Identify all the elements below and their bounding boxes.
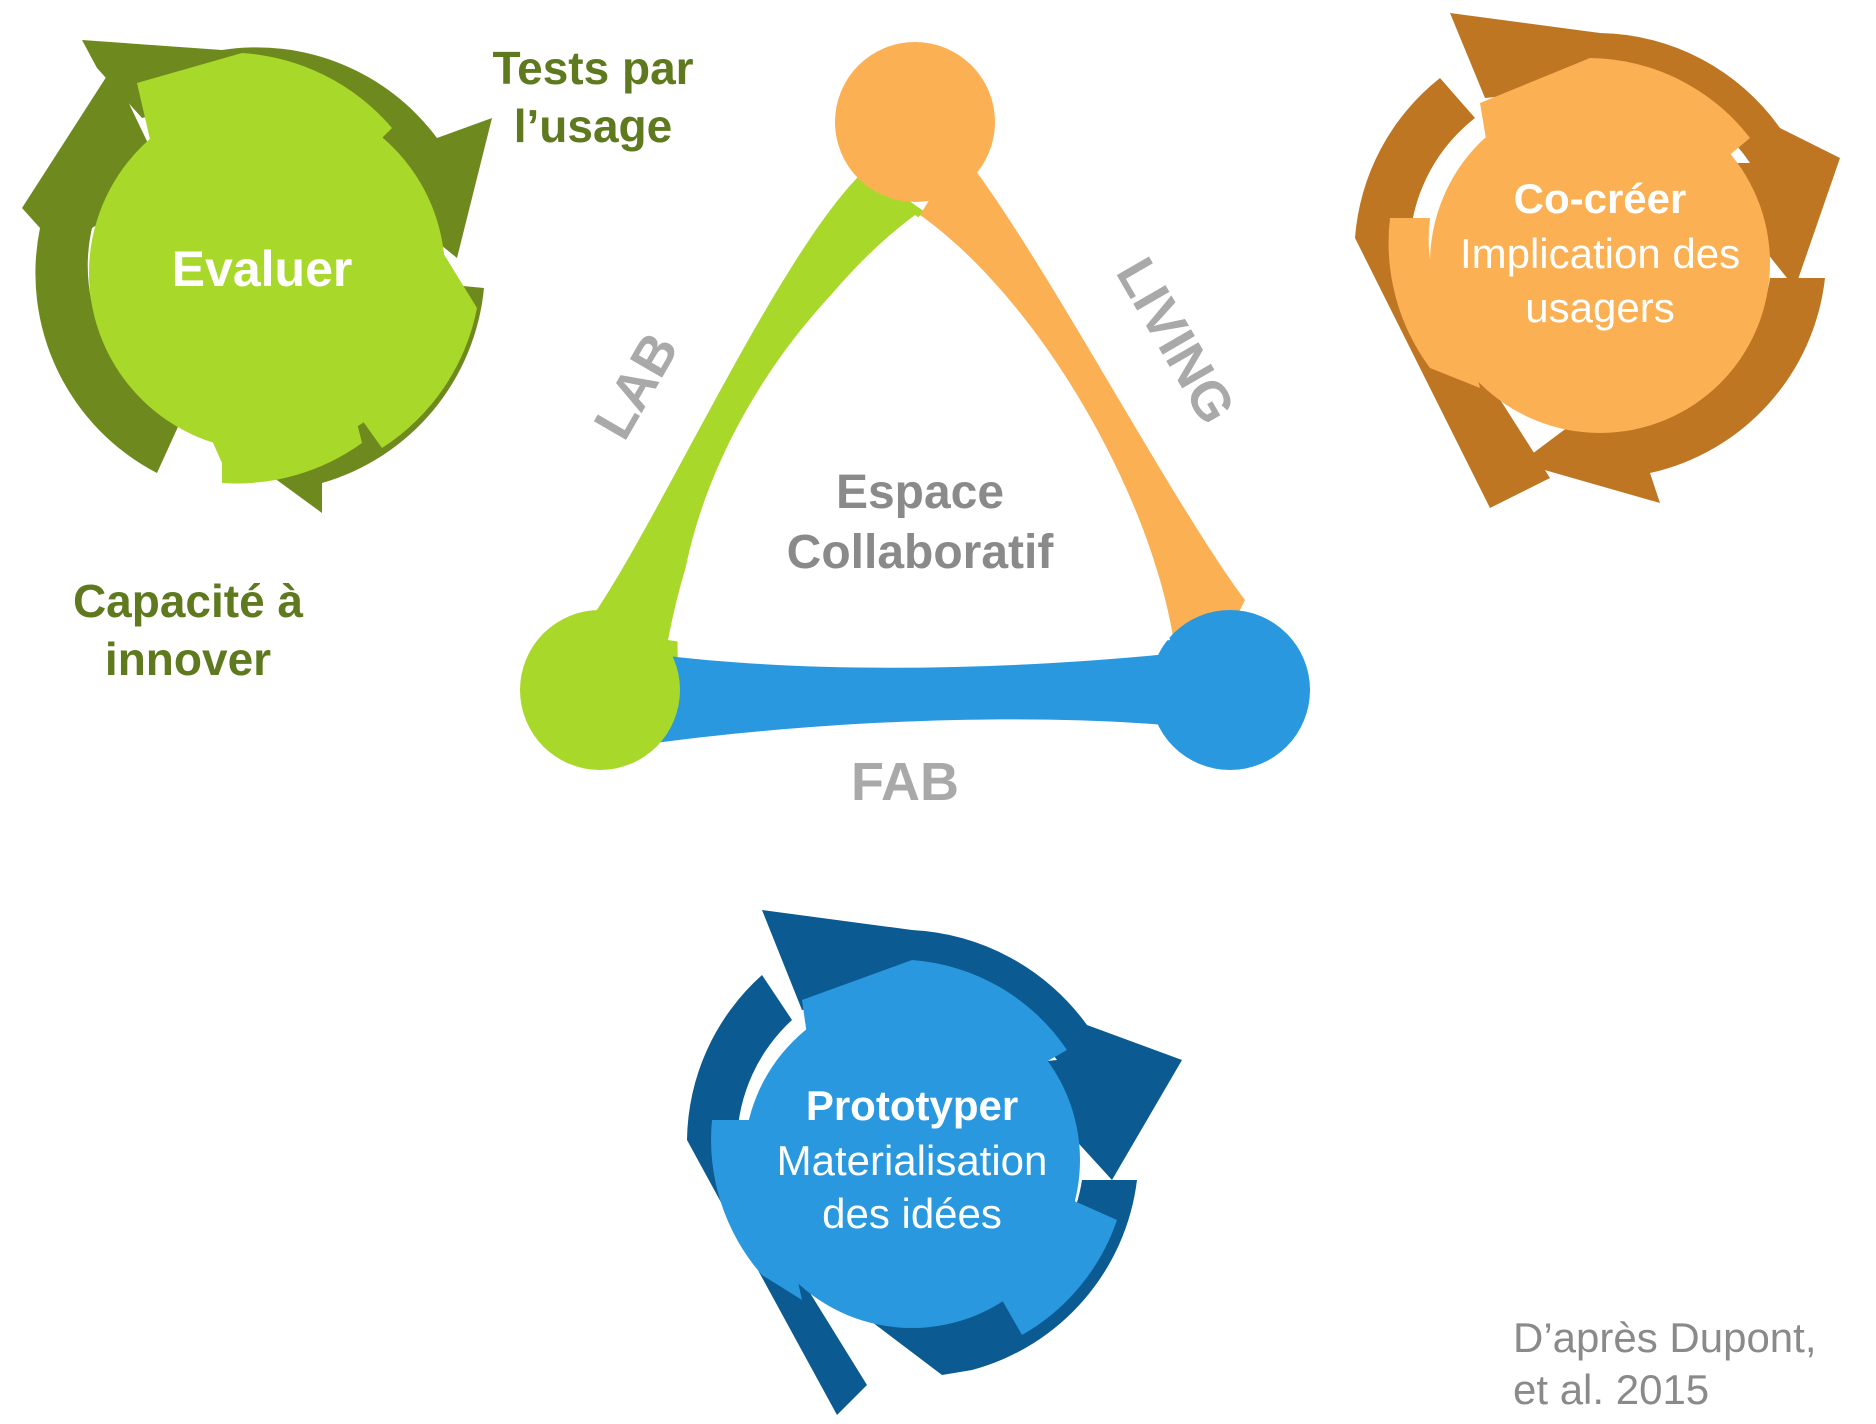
prototyper-inner-arrow-1 [802, 960, 1067, 1070]
evaluer-label-bottom-line-1: Capacité à [73, 575, 304, 627]
prototyper-cycle: Prototyper Materialisation des idées [687, 910, 1182, 1415]
evaluer-label-bottom-line-2: innover [105, 633, 271, 685]
cocreer-line-2: usagers [1525, 284, 1674, 331]
triangle-vertex-right [1150, 610, 1310, 770]
triangle-center-line-1: Espace [836, 466, 1004, 519]
prototyper-line-1: Materialisation [777, 1137, 1048, 1184]
collaborative-triangle: Espace Collaboratif LAB LIVING FAB [520, 42, 1310, 812]
triangle-vertex-top [835, 42, 995, 202]
cocreer-cycle: Co-créer Implication des usagers [1355, 13, 1840, 508]
triangle-center-line-2: Collaboratif [787, 526, 1055, 579]
cocreer-disk [1430, 93, 1770, 433]
cocreer-inner-arrow-1 [1480, 58, 1750, 163]
prototyper-line-2: des idées [822, 1190, 1002, 1237]
cocreer-arrow-right [1520, 278, 1825, 503]
triangle-side-fab [640, 650, 1215, 745]
prototyper-arrow-bottom [687, 975, 867, 1415]
prototyper-inner-arrow-2 [711, 1120, 802, 1300]
evaluer-disk [89, 95, 445, 451]
evaluer-cycle: Evaluer [22, 40, 492, 513]
cocreer-title: Co-créer [1514, 175, 1687, 222]
evaluer-label-top-line-1: Tests par [492, 42, 693, 94]
triangle-side-living [920, 150, 1245, 650]
triangle-label-fab: FAB [851, 752, 959, 812]
citation-line-2: et al. 2015 [1513, 1366, 1709, 1413]
cocreer-line-1: Implication des [1460, 230, 1740, 277]
triangle-vertex-left [520, 610, 680, 770]
cocreer-arrow-bottom [1355, 78, 1550, 508]
prototyper-inner-arrow-3 [1002, 1200, 1117, 1335]
evaluer-inner-arrow-2 [357, 243, 477, 448]
triangle-label-living: LIVING [1105, 248, 1247, 434]
prototyper-title: Prototyper [806, 1082, 1018, 1129]
evaluer-inner-arrow-3 [202, 403, 362, 484]
triangle-inner-area [668, 215, 1170, 659]
evaluer-inner-arrow-1 [137, 53, 392, 158]
evaluer-title: Evaluer [172, 241, 353, 297]
citation-line-1: D’après Dupont, [1513, 1314, 1817, 1361]
prototyper-arrow-right [777, 1180, 1137, 1375]
triangle-label-lab: LAB [583, 323, 690, 449]
prototyper-disk [744, 992, 1080, 1328]
cocreer-inner-arrow-2 [1388, 218, 1480, 388]
triangle-side-lab [590, 170, 925, 662]
evaluer-label-top-line-2: l’usage [514, 100, 673, 152]
